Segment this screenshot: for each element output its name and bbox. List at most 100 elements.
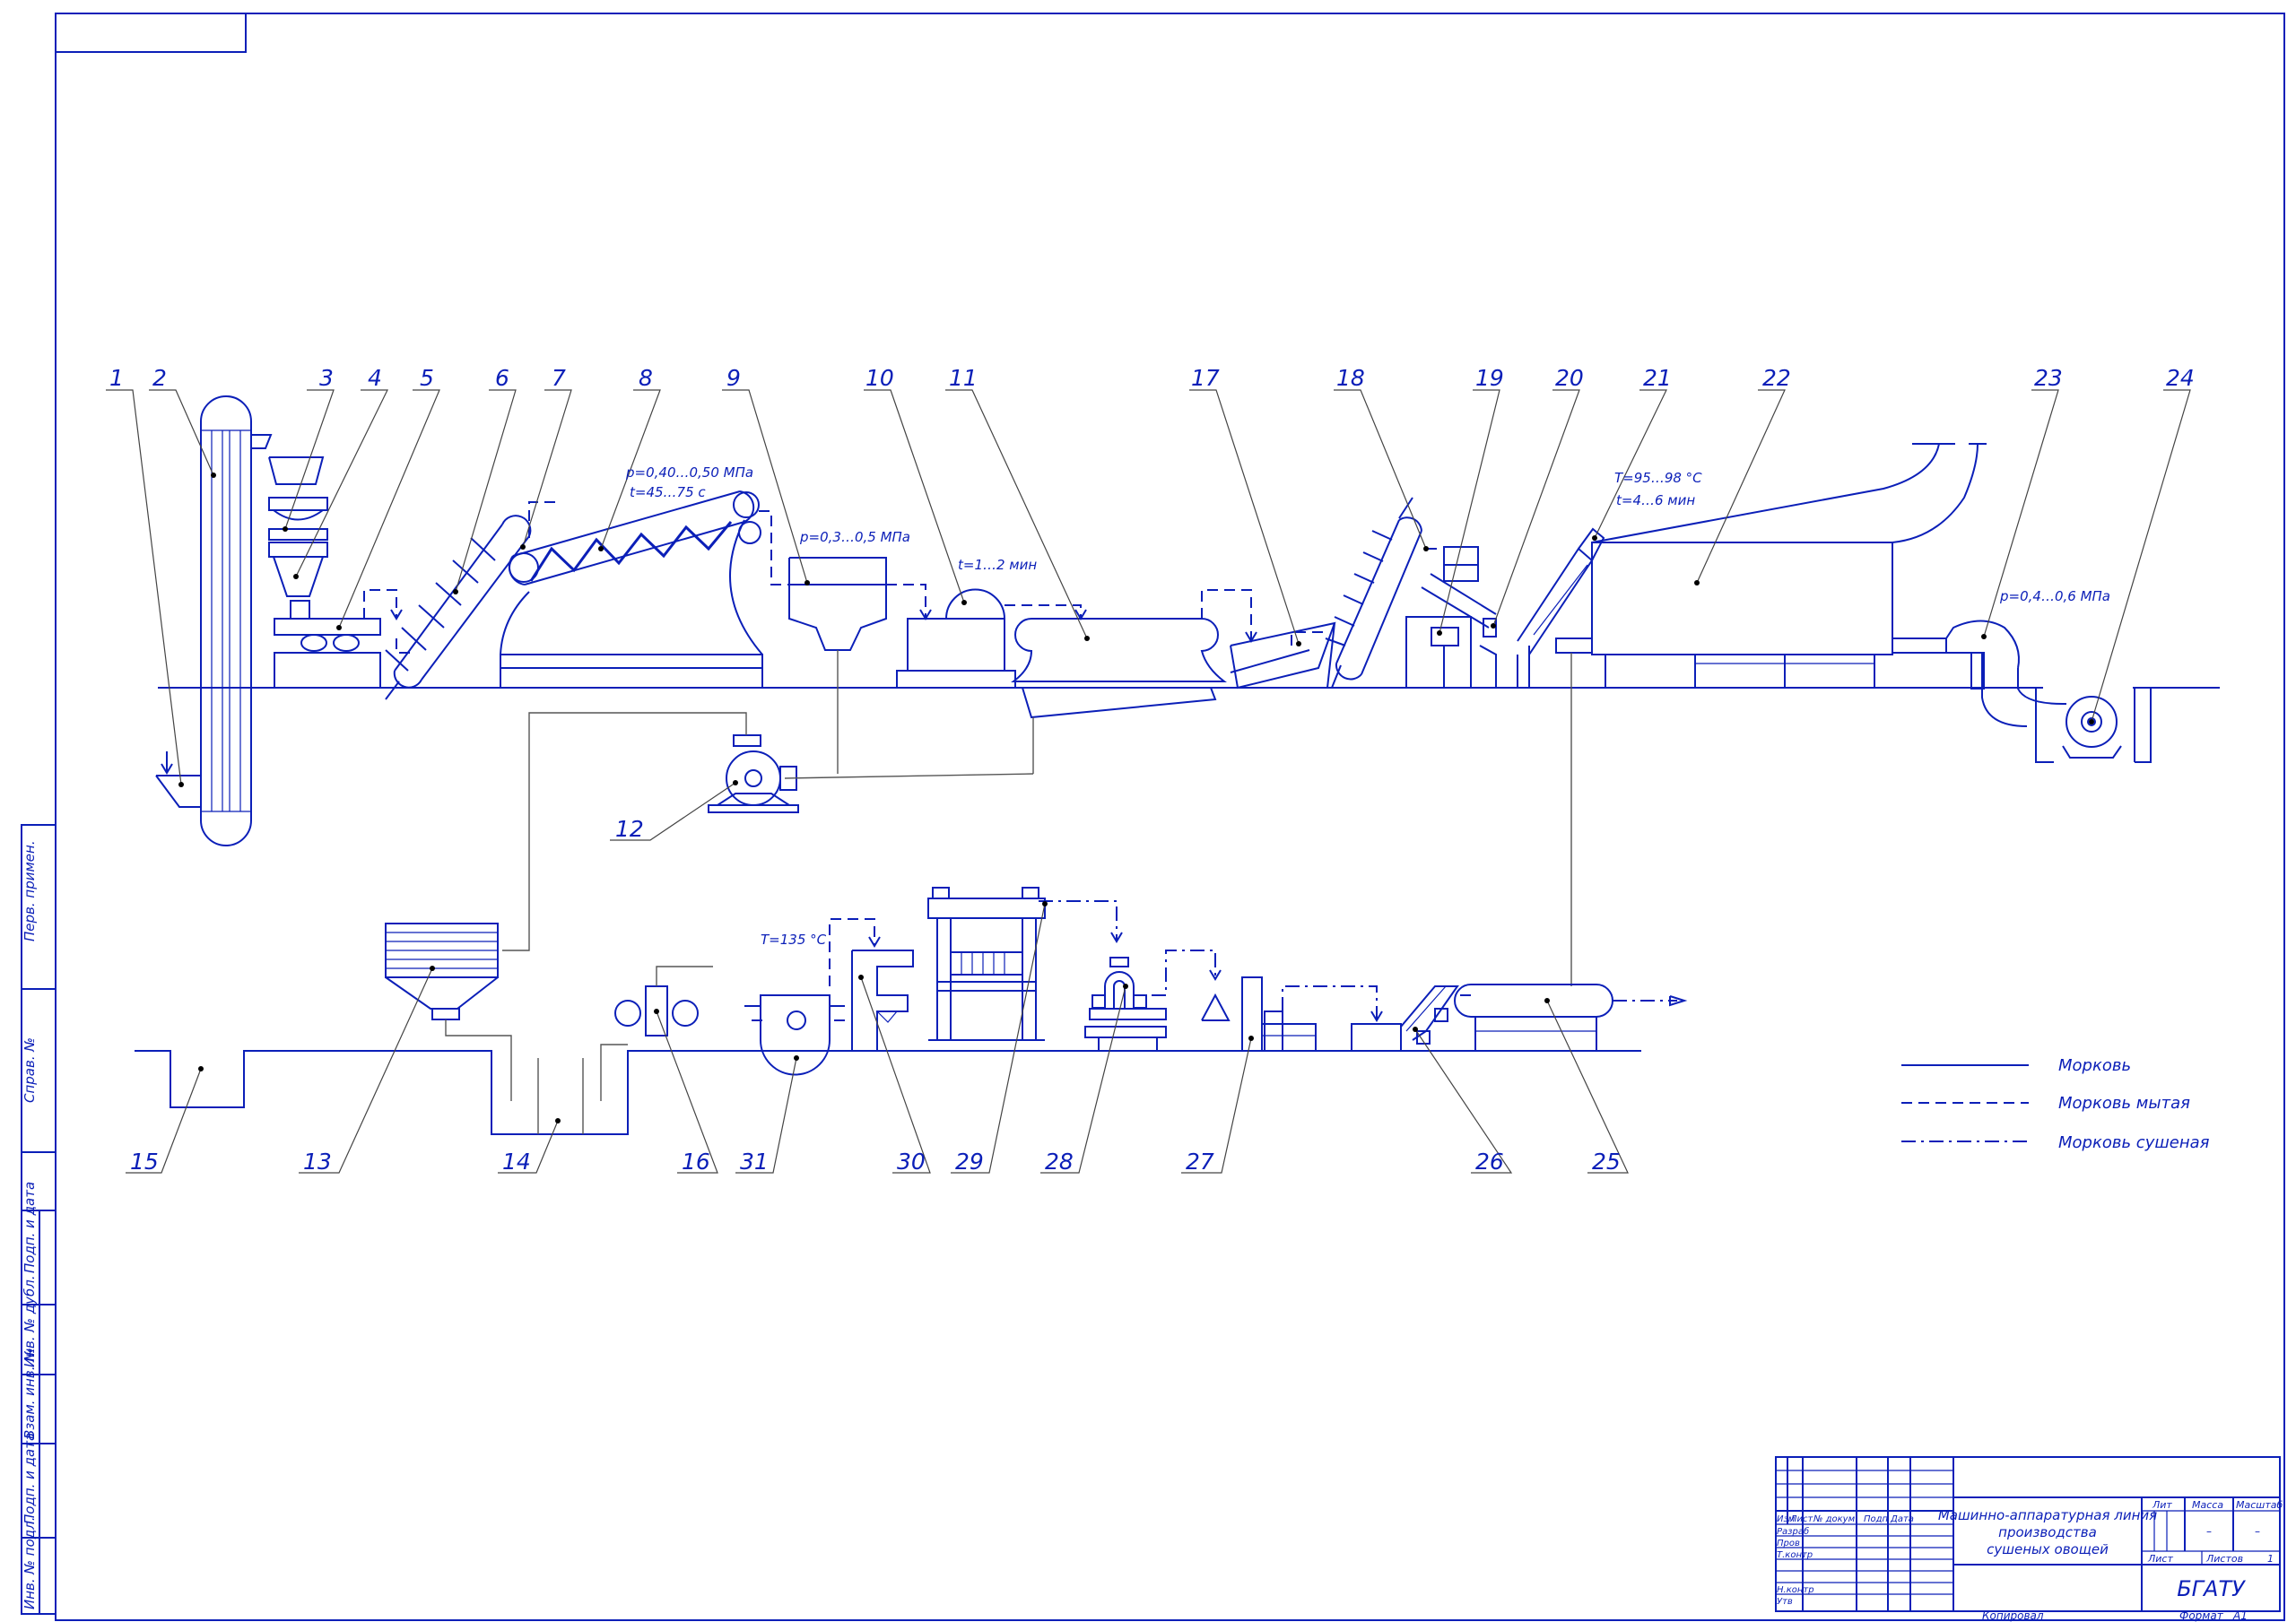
callout-18: 18 <box>1336 365 1365 391</box>
stamp-label-vzam: Взам. инв. № <box>22 1348 38 1439</box>
callout-11: 11 <box>949 365 978 391</box>
callout-8: 8 <box>639 365 653 391</box>
equipment-26-feeder <box>1400 985 1471 1045</box>
tb-title-line1: Машинно-аппаратурная линия <box>1938 1507 2157 1523</box>
equipment-3-4 <box>268 456 403 689</box>
equipment-16-rolls <box>614 966 713 1037</box>
equipment-18-inclined-conveyor <box>1325 497 1422 689</box>
callout-3: 3 <box>319 365 334 391</box>
callout-5: 5 <box>420 365 434 391</box>
callout-12: 12 <box>615 816 644 842</box>
tb-lit: Лит <box>2152 1499 2172 1511</box>
tb-head-dokum: № докум <box>1813 1514 1856 1524</box>
equipment-11-apparatus <box>1011 589 1257 774</box>
tb-row-prov: Пров <box>1777 1539 1800 1548</box>
callout-22: 22 <box>1762 365 1791 391</box>
process-annotations: p=0,40…0,50 МПа t=45…75 с p=0,3…0,5 МПа … <box>625 464 2110 948</box>
callout-2: 2 <box>152 365 167 391</box>
callout-7: 7 <box>552 365 566 391</box>
callout-16: 16 <box>682 1149 710 1175</box>
tb-organization: БГАТУ <box>2177 1576 2246 1601</box>
callout-6: 6 <box>495 365 509 391</box>
legend-label-solid: Морковь <box>2058 1056 2131 1075</box>
equipment-27-dosing <box>1201 976 1402 1052</box>
annotation-time-8: t=45…75 с <box>630 484 706 500</box>
equipment-25-storage <box>1454 984 1688 1051</box>
callout-23: 23 <box>2034 365 2063 391</box>
tb-masshtab-value: – <box>2255 1525 2260 1538</box>
stamp-label-perv: Перв. примен. <box>22 840 38 941</box>
equipment-1-2-elevator <box>155 395 273 846</box>
callout-14: 14 <box>502 1149 531 1175</box>
tb-format: Формат <box>2179 1609 2224 1622</box>
tb-title-line3: сушеных овощей <box>1987 1541 2109 1557</box>
equipment-29-press <box>927 887 1123 1041</box>
equipment-19-20-cutter <box>1405 546 1497 689</box>
tb-row-tkontr: Т.контр <box>1777 1550 1813 1560</box>
part-dots <box>178 473 2094 1123</box>
annotation-temp-21: T=95…98 °C <box>1614 470 1702 486</box>
callout-21: 21 <box>1643 365 1672 391</box>
callout-9: 9 <box>726 365 741 391</box>
side-stamp: Перв. примен. Справ. № Подп. и дата Инв.… <box>21 824 57 1615</box>
tb-masshtab: Масштаб <box>2236 1499 2283 1511</box>
equipment-12-pump <box>502 712 1034 951</box>
callout-1: 1 <box>109 365 124 391</box>
callout-24: 24 <box>2166 365 2195 391</box>
callout-28: 28 <box>1045 1149 1074 1175</box>
equipment-14-pit <box>537 1044 628 1134</box>
tb-format-value: А1 <box>2232 1609 2248 1622</box>
tb-head-data: Дата <box>1890 1514 1914 1524</box>
tb-massa-value: – <box>2206 1525 2212 1538</box>
callout-19: 19 <box>1475 365 1504 391</box>
equipment-23-24-fan <box>1892 620 2122 759</box>
floor-lines <box>135 687 2220 1135</box>
equipment-31-drum <box>744 918 881 1076</box>
leader-lines <box>106 389 2191 1174</box>
equipment-9-hopper <box>788 557 932 774</box>
equipment-13-bin <box>385 923 512 1101</box>
annotation-time-21: t=4…6 мин <box>1616 492 1695 508</box>
stamp-label-podp2: Подп. и дата <box>22 1433 38 1524</box>
callout-27: 27 <box>1186 1149 1214 1175</box>
tb-row-utv: Утв <box>1777 1597 1793 1607</box>
equipment-22-dryer <box>1555 443 1987 986</box>
equipment-21-inclined <box>1517 527 1605 688</box>
callout-4: 4 <box>368 365 382 391</box>
callout-25: 25 <box>1592 1149 1621 1175</box>
annotation-time-10: t=1…2 мин <box>958 557 1037 573</box>
tb-head-podp: Подп <box>1864 1514 1889 1524</box>
callout-10: 10 <box>865 365 894 391</box>
tb-sheets-label: Листов <box>2205 1553 2243 1565</box>
callout-20: 20 <box>1555 365 1584 391</box>
tb-head-list: Лист <box>1789 1514 1814 1524</box>
callout-26: 26 <box>1475 1149 1504 1175</box>
annotation-pressure-8: p=0,40…0,50 МПа <box>625 464 753 481</box>
tb-sheets-value: 1 <box>2267 1553 2274 1565</box>
equipment-7-8-screw-conveyor <box>500 490 789 689</box>
callout-13: 13 <box>303 1149 332 1175</box>
title-block: Изм Лист № докум Подп Дата Разраб Пров Т… <box>1775 1456 2283 1622</box>
callout-17: 17 <box>1191 365 1220 391</box>
equipment-28-unit <box>1084 950 1222 1051</box>
legend: Морковь Морковь мытая Морковь сушеная <box>1901 1056 2210 1152</box>
annotation-pressure-9: p=0,3…0,5 МПа <box>799 529 910 545</box>
equipment-30-separator <box>851 950 914 1052</box>
drawing-frame <box>55 13 2285 1621</box>
stamp-label-sprav: Справ. № <box>22 1037 38 1103</box>
callout-15: 15 <box>130 1149 159 1175</box>
callout-31: 31 <box>740 1149 769 1175</box>
stamp-label-dubl: Инв. № дубл. <box>22 1275 38 1367</box>
tb-head-izm: Изм <box>1777 1514 1796 1524</box>
equipment-6-inclined-washer <box>385 515 532 700</box>
legend-label-dashed: Морковь мытая <box>2058 1094 2190 1113</box>
tb-row-nkontr: Н.контр <box>1777 1585 1814 1595</box>
tb-sheet-label: Лист <box>2147 1553 2173 1565</box>
callout-29: 29 <box>955 1149 984 1175</box>
tb-copied: Копировал <box>1982 1609 2044 1622</box>
tb-row-razrab: Разраб <box>1777 1526 1809 1537</box>
tb-title-line2: производства <box>1998 1524 2097 1540</box>
legend-label-dashdot: Морковь сушеная <box>2058 1133 2210 1152</box>
annotation-temp-31: T=135 °C <box>761 932 827 948</box>
